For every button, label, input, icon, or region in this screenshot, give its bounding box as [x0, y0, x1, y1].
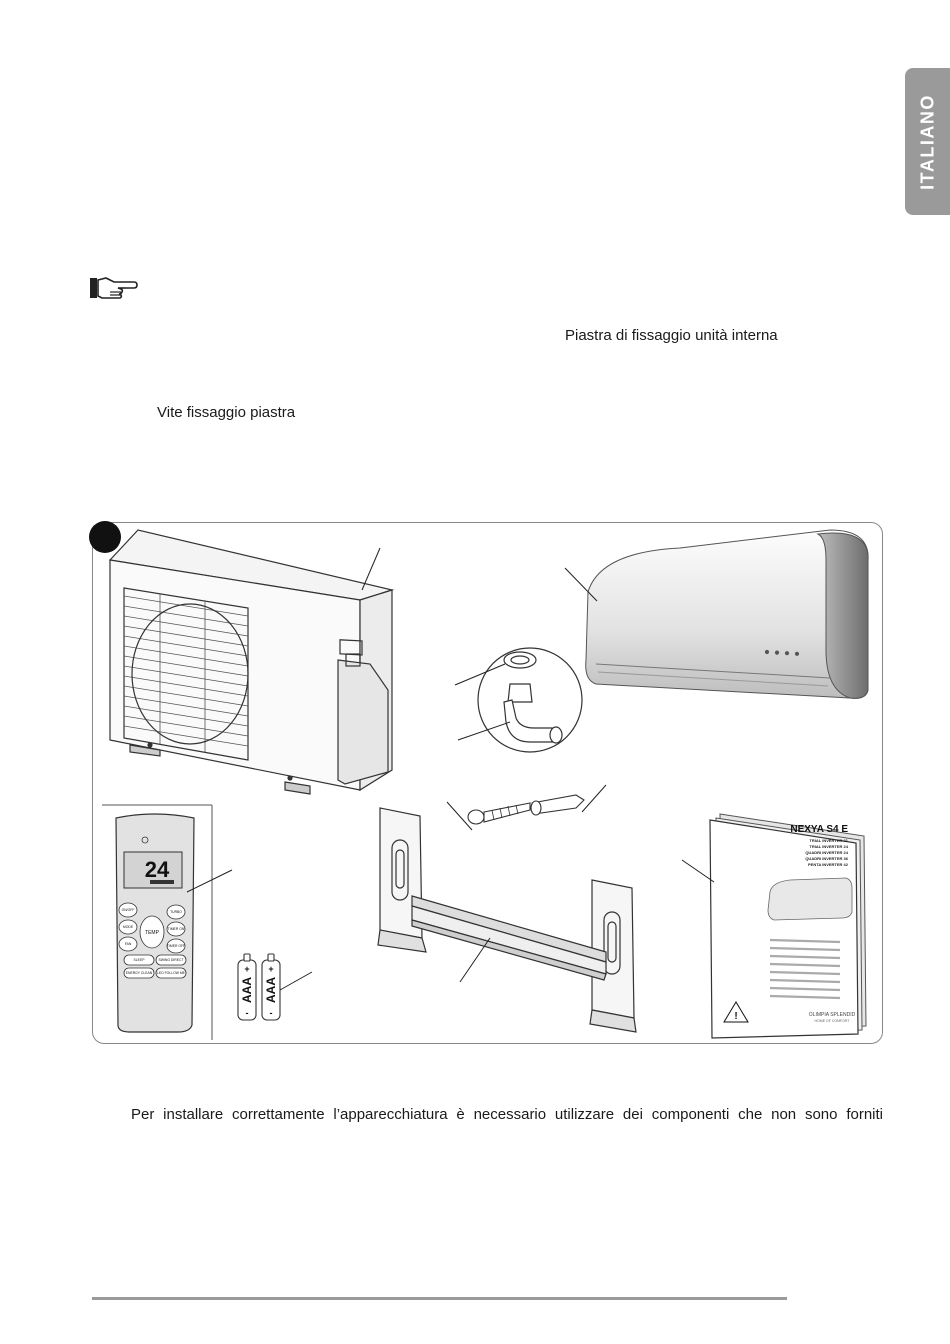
manual-title: NEXYA S4 E [790, 824, 848, 835]
remote-display-temp: 24 [145, 857, 170, 882]
mounting-plate [377, 807, 637, 1033]
leader-outdoor [361, 547, 381, 591]
remote-temp-label: TEMP [145, 930, 160, 936]
leader-plate [459, 937, 491, 983]
remote-sleep-label: SLEEP [134, 958, 146, 962]
manual-brand: OLIMPIA SPLENDID [809, 1012, 856, 1018]
remote-on-off-label: ON/OFF [122, 908, 135, 912]
footer-rule [92, 1297, 787, 1300]
screw-and-plug [467, 794, 585, 825]
battery-1-minus: - [246, 1008, 249, 1018]
battery-1-label: AAA [240, 977, 254, 1003]
remote-led-label: LED FOLLOW ME [157, 971, 186, 975]
leader-batteries [279, 971, 313, 991]
battery-2-minus: - [270, 1008, 273, 1018]
remote-mode-label: MODE [123, 925, 134, 929]
battery-2-label: AAA [264, 977, 278, 1003]
manual-model-4: QUADRI INVERTER 36 [805, 856, 848, 861]
outdoor-unit [108, 529, 395, 795]
leader-screw [446, 801, 473, 831]
remote-energy-label: ENERGY CLEAN [126, 971, 153, 975]
instruction-manual: NEXYA S4 E TRIAL INVERTER 21 TRIAL INVER… [709, 813, 867, 1039]
leader-ring [454, 663, 506, 686]
leader-indoor [564, 567, 598, 602]
manual-brand-tagline: HOME OF COMFORT [815, 1019, 851, 1023]
remote-turbo-label: TURBO [170, 910, 182, 914]
label-indoor-plate: Piastra di fissaggio unità interna [565, 327, 778, 344]
remote-control: 24 ON/OFF TURBO MODE TIMER ON FAN TIMER … [102, 804, 213, 1040]
leader-remote [186, 869, 233, 893]
svg-text:!: ! [734, 1011, 737, 1022]
manual-model-1: TRIAL INVERTER 21 [809, 838, 848, 843]
battery-1-plus: + [244, 964, 249, 974]
remote-timer-on-label: TIMER ON [168, 927, 185, 931]
remote-timer-off-label: TIMER OFF [167, 944, 185, 948]
leader-manual [681, 859, 715, 883]
battery-2-plus: + [268, 964, 273, 974]
label-plate-screw: Vite fissaggio piastra [157, 404, 296, 421]
remote-swing-label: SWING DIRECT [158, 958, 183, 962]
remote-fan-label: FAN [125, 942, 132, 946]
drain-fitting-detail [477, 647, 583, 753]
leader-fitting [457, 721, 511, 741]
manual-model-3: QUADRI INVERTER 24 [805, 850, 848, 855]
leader-plug [581, 784, 607, 813]
figure-badge [89, 521, 121, 553]
pointing-hand-icon [90, 277, 138, 299]
indoor-unit [585, 529, 869, 699]
language-tab: ITALIANO [905, 68, 950, 215]
manual-model-5: PENTA INVERTER 42 [808, 862, 849, 867]
body-paragraph: Per installare correttamente l’apparecch… [131, 1106, 883, 1123]
manual-model-2: TRIAL INVERTER 24 [809, 844, 848, 849]
